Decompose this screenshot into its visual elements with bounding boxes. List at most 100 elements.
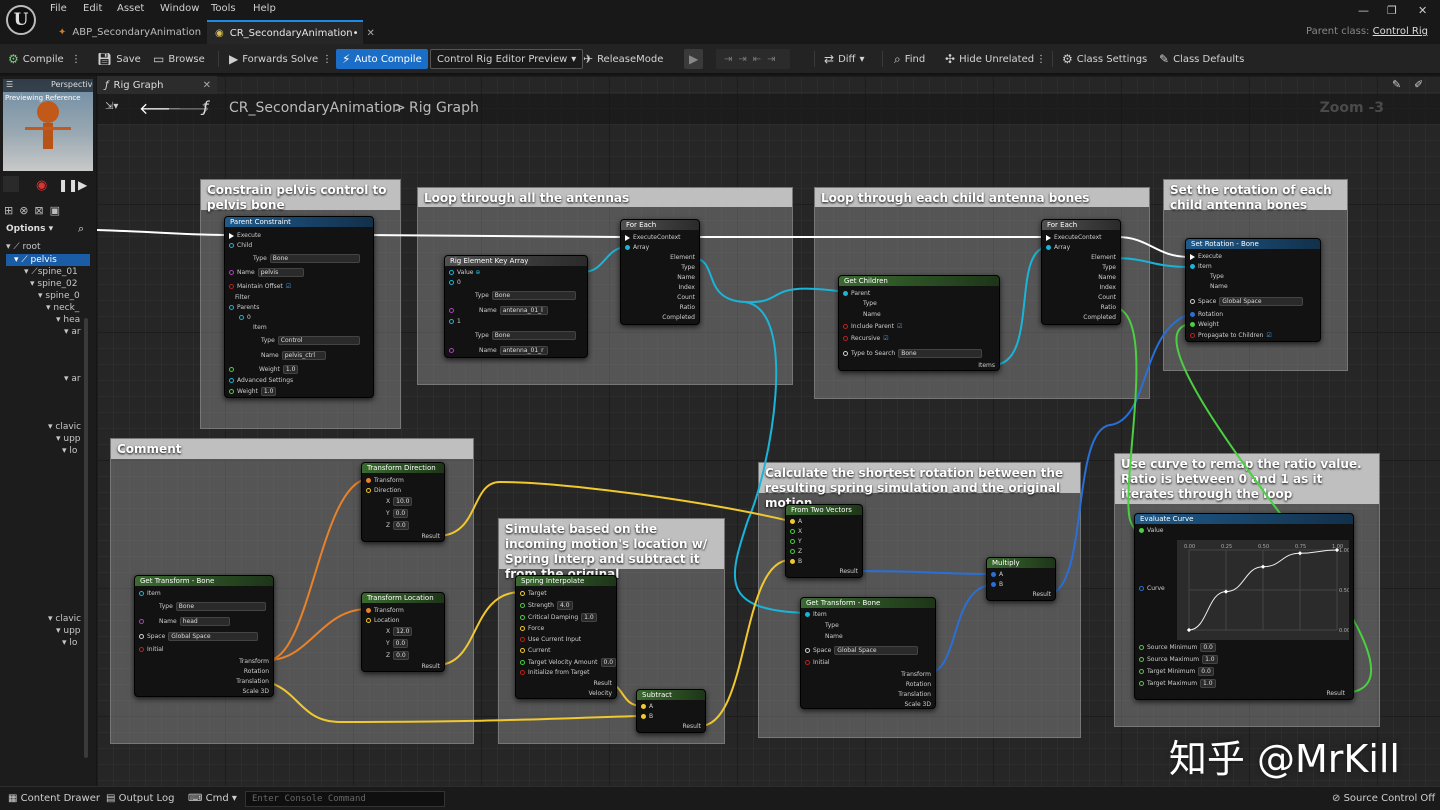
node-get-transform-bone[interactable]: Get Transform - Bone Item Type Name Spac…	[800, 597, 936, 709]
node-from-two-vectors[interactable]: From Two Vectors A X Y Z B Result	[785, 504, 863, 578]
vector-pin-icon[interactable]	[520, 648, 525, 653]
source-maximum-field[interactable]: 1.0	[1202, 655, 1218, 664]
target-minimum-field[interactable]: 0.0	[1198, 667, 1214, 676]
target-velocity-field[interactable]: 0.0	[600, 658, 616, 667]
output-log-button[interactable]: ▤ Output Log	[106, 793, 174, 804]
type-dropdown[interactable]: Bone	[491, 291, 576, 300]
y-field[interactable]: 0.0	[392, 639, 409, 648]
space-dropdown[interactable]: Global Space	[1219, 297, 1304, 306]
compile-button[interactable]: ⚙Compile	[8, 49, 64, 69]
enum-pin-icon[interactable]	[139, 634, 144, 639]
perspective-button[interactable]: Perspective	[51, 80, 93, 89]
float-pin-icon[interactable]	[520, 660, 525, 665]
tree-item-pelvis[interactable]: ▾ ⟋ pelvis	[14, 255, 57, 265]
float-pin-icon[interactable]	[1190, 322, 1195, 327]
curve-pin-icon[interactable]	[1139, 586, 1144, 591]
tree-item-clavicle-l[interactable]: ▾ clavic	[48, 422, 82, 432]
checkbox-checked-icon[interactable]: ☑	[883, 335, 889, 342]
bool-pin-icon[interactable]	[520, 637, 525, 642]
node-subtract[interactable]: Subtract A B Result	[636, 689, 706, 733]
array-pin-icon[interactable]	[625, 245, 630, 250]
node-get-children[interactable]: Get Children Parent Type Name Include Pa…	[838, 275, 1000, 371]
name-pin-icon[interactable]	[229, 270, 234, 275]
diff-button[interactable]: ⇄Diff▾	[824, 49, 864, 69]
x-field[interactable]: 10.0	[393, 497, 413, 506]
tree-item-root[interactable]: ▾ ⟋ root	[6, 242, 41, 252]
struct-pin-icon[interactable]	[139, 591, 144, 596]
struct-pin-icon[interactable]	[229, 243, 234, 248]
class-settings-button[interactable]: ⚙Class Settings	[1062, 49, 1147, 69]
menu-asset[interactable]: Asset	[117, 3, 145, 14]
save-button[interactable]: 💾︎Save	[97, 49, 141, 69]
name-field[interactable]: antenna_01_r	[499, 346, 548, 355]
menu-window[interactable]: Window	[160, 3, 200, 14]
target-maximum-field[interactable]: 1.0	[1200, 679, 1216, 688]
tree-item-spine03[interactable]: ▾ spine_0	[38, 291, 80, 301]
strength-field[interactable]: 4.0	[556, 601, 573, 610]
float-pin-icon[interactable]	[1139, 645, 1144, 650]
vector-pin-icon[interactable]	[366, 488, 371, 493]
name-field[interactable]: head	[179, 617, 230, 626]
array-pin-icon[interactable]	[449, 270, 454, 275]
tree-item-spine01[interactable]: ▾ ⟋spine_01	[24, 267, 78, 277]
float-pin-icon[interactable]	[520, 615, 525, 620]
float-pin-icon[interactable]	[1139, 669, 1144, 674]
pause-icon[interactable]: ❚❚	[58, 178, 79, 192]
type-dropdown[interactable]: Bone	[269, 254, 360, 263]
close-window-icon[interactable]: ✕	[1418, 4, 1428, 17]
tree-item-antenna-r[interactable]: ▾ ar	[64, 374, 81, 384]
bool-pin-icon[interactable]	[229, 284, 234, 289]
tree-item-head[interactable]: ▾ hea	[56, 315, 81, 325]
tree-item-lowerarm-r[interactable]: ▾ lo	[62, 638, 78, 648]
bool-pin-icon[interactable]	[843, 324, 848, 329]
debug-step-buttons[interactable]: ⇥⇥⇤⇥	[716, 49, 790, 69]
menu-tools[interactable]: Tools	[211, 3, 236, 14]
preview-dropdown[interactable]: Control Rig Editor Preview▾	[430, 49, 584, 69]
quat-pin-icon[interactable]	[991, 572, 996, 577]
record-toggle[interactable]	[3, 176, 19, 192]
struct-pin-icon[interactable]	[1190, 264, 1195, 269]
close-tab-icon[interactable]: ✕	[202, 79, 211, 91]
space-dropdown[interactable]: Global Space	[834, 646, 919, 655]
weight-field[interactable]: 1.0	[260, 387, 277, 396]
tree-item-upperarm-l[interactable]: ▾ upp	[56, 434, 81, 444]
node-for-each-children[interactable]: For Each ExecuteContext Array Element Ty…	[1041, 219, 1121, 325]
vector-pin-icon[interactable]	[641, 714, 646, 719]
enum-pin-icon[interactable]	[1190, 299, 1195, 304]
vector-pin-icon[interactable]	[366, 618, 371, 623]
node-for-each-antennas[interactable]: For Each ExecuteContext Array Element Ty…	[620, 219, 700, 325]
type-search-dropdown[interactable]: Bone	[898, 349, 983, 358]
node-transform-direction[interactable]: Transform Direction Transform Direction …	[361, 462, 445, 542]
weight-field[interactable]: 1.0	[282, 365, 299, 374]
name-pin-icon[interactable]	[449, 348, 454, 353]
menu-help[interactable]: Help	[253, 3, 276, 14]
float-pin-icon[interactable]	[520, 603, 525, 608]
minimize-icon[interactable]: —	[1358, 4, 1369, 17]
tab-cr-secondary-animation[interactable]: ◉ CR_SecondaryAnimation• ✕	[207, 20, 375, 44]
transform-pin-icon[interactable]	[366, 608, 371, 613]
float-pin-icon[interactable]	[229, 389, 234, 394]
curve-key[interactable]	[1223, 589, 1229, 594]
simulate-button[interactable]: ▶	[684, 49, 704, 69]
forwards-solve-button[interactable]: ▶Forwards Solve	[229, 49, 318, 69]
quat-pin-icon[interactable]	[991, 582, 996, 587]
vector-pin-icon[interactable]	[641, 704, 646, 709]
pencil-settings-icon[interactable]: ✐	[1414, 78, 1424, 91]
step-forward-icon[interactable]: ▶	[78, 178, 88, 192]
vector-pin-icon[interactable]	[520, 626, 525, 631]
auto-compile-button[interactable]: ⚡Auto Compile	[336, 49, 428, 69]
release-mode-button[interactable]: ✈ReleaseMode	[583, 49, 663, 69]
tree-item-antenna-l[interactable]: ▾ ar	[64, 327, 81, 337]
float-pin-icon[interactable]	[790, 549, 795, 554]
hamburger-icon[interactable]: ☰	[6, 80, 14, 89]
find-button[interactable]: ⌕Find	[894, 49, 925, 69]
tab-abp-secondary-animation[interactable]: ✦ ABP_SecondaryAnimation	[50, 20, 209, 44]
quat-pin-icon[interactable]	[1190, 312, 1195, 317]
float-pin-icon[interactable]	[1139, 681, 1144, 686]
z-field[interactable]: 0.0	[393, 521, 409, 530]
space-dropdown[interactable]: Global Space	[168, 632, 259, 641]
pencil-icon[interactable]: ✎	[1392, 78, 1402, 91]
bookmark-dropdown-icon[interactable]: ⇲▾	[105, 101, 119, 112]
